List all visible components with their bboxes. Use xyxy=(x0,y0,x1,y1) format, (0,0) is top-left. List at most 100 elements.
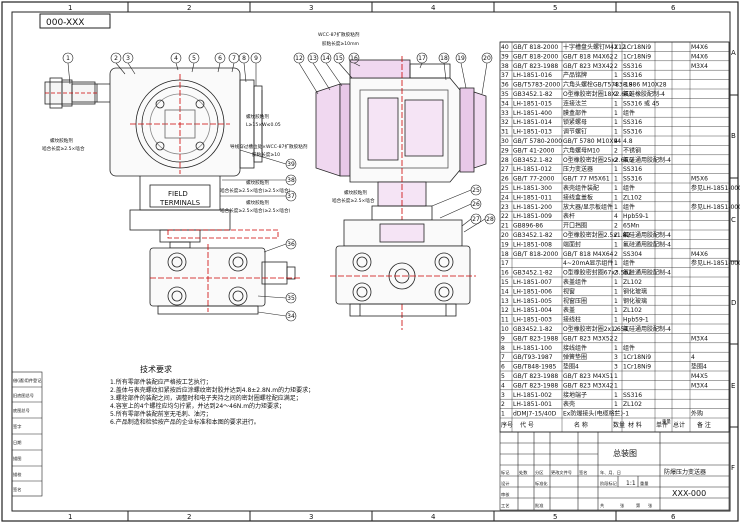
bom-cell-mat: 1Cr18Ni9 xyxy=(623,53,651,60)
bom-header: 名 称 xyxy=(574,421,588,429)
row-label: A xyxy=(731,49,736,57)
bom-cell-qty: 1 xyxy=(614,260,618,267)
bom-cell-code: LH-1851-300 xyxy=(513,185,552,192)
zone-column-labels: 1 2 3 4 5 6 1 2 3 4 5 6 xyxy=(68,2,676,521)
bom-cell-mat: 氟硅通用胶配制-4 xyxy=(623,231,671,239)
bom-cell-code: LH-1851-002 xyxy=(513,392,552,399)
col-label: 3 xyxy=(309,513,313,521)
tb-label: 张 xyxy=(648,502,653,509)
bom-cell-qty: 1 xyxy=(614,100,618,107)
bom-cell-no: 27 xyxy=(501,166,509,173)
bom-cell-code: GB3452.1-82 xyxy=(513,270,553,277)
bom-cell-mat: 8.8 xyxy=(623,82,633,89)
bom-cell-code: LH-1851-007 xyxy=(513,279,552,286)
row-label: B xyxy=(731,132,736,140)
note-wcc-top: WCC-87扩散胶粘剂 xyxy=(318,31,360,38)
bom-cell-code: GB3452.1-82 xyxy=(513,157,553,164)
bom-cell-qty: 1 xyxy=(614,241,618,248)
bom-header: 备 注 xyxy=(697,421,711,429)
note-pressure-left: 螺纹胶粘剂 xyxy=(246,113,269,120)
bom-cell-mat: 1Cr18Ni9 xyxy=(623,354,651,361)
bom-cell-name: 表壳 xyxy=(563,400,575,408)
bom-cell-note: M4X6 xyxy=(691,251,708,258)
bom-cell-no: 8 xyxy=(501,345,505,352)
bom-cell-mat: ZL102 xyxy=(623,279,642,286)
bom-cell-qty: 1 xyxy=(614,166,618,173)
requirements-title: 技术要求 xyxy=(140,364,172,374)
bom-cell-qty: 1 xyxy=(614,317,618,324)
bom-cell-no: 4 xyxy=(501,382,505,389)
callout-numbers: 1 2 3 4 5 6 7 8 9 12 13 14 15 16 17 18 1… xyxy=(66,55,494,320)
requirement-item: 5.所有零部件装配前室无毛刺、油污； xyxy=(110,410,212,418)
bom-cell-no: 20 xyxy=(501,232,509,239)
bom-cell-name: 接地端子 xyxy=(563,391,587,399)
bom-cell-mat: ZL102 xyxy=(623,194,642,201)
col-label: 1 xyxy=(68,4,72,12)
callout-2: 2 xyxy=(114,55,118,62)
bom-cell-note: M4X5 xyxy=(691,373,708,380)
bom-cell-qty: 1 xyxy=(614,119,618,126)
bom-cell-qty: 2 xyxy=(614,147,618,154)
bom-cell-code: GB/T 823-1988 xyxy=(513,63,558,70)
note-wcc-top-2: 胶粘长度≥10mm xyxy=(322,40,360,47)
col-label: 1 xyxy=(68,513,72,521)
bom-header: 代 号 xyxy=(520,421,534,429)
bom-cell-code: LH-1851-004 xyxy=(513,307,552,314)
bom-cell-name: O型橡胶密封圈67x3.552 xyxy=(563,269,632,277)
note-thread-r3-2: 啮合长度≥2.5×啮合 xyxy=(332,197,375,204)
stamp-label: 签字 xyxy=(13,423,21,429)
callout-13: 13 xyxy=(309,55,317,62)
row-label: E xyxy=(731,382,735,390)
bom-cell-no: 11 xyxy=(501,317,509,324)
bom-cell-code: GB3452.1-82 xyxy=(513,326,553,333)
bom-cell-qty: 1 xyxy=(614,204,618,211)
bom-cell-code: LH-1851-013 xyxy=(513,129,552,136)
terminal-label-2: TERMINALS xyxy=(159,199,201,207)
bom-cell-mat: 钢化玻璃 xyxy=(623,287,647,295)
callout-16: 16 xyxy=(350,55,358,62)
bom-cell-mat: 组件 xyxy=(623,184,635,192)
bom-cell-no: 1 xyxy=(501,411,505,418)
bom-cell-no: 24 xyxy=(501,194,509,201)
drawing-code-bottom: XXX-000 xyxy=(672,489,706,498)
bom-cell-note: 参见LH-1851-000b xyxy=(691,259,740,267)
bom-cell-mat: SS316 或 45 xyxy=(623,99,660,107)
bom-cell-name: 锁紧螺母 xyxy=(563,118,587,126)
bom-cell-code: LH-1851-100 xyxy=(513,345,552,352)
bom-cell-code: GB3452.1-82 xyxy=(513,91,553,98)
note-thread-r3-1: 螺纹胶粘剂 xyxy=(344,189,367,196)
bom-cell-no: 23 xyxy=(501,204,509,211)
tb-label: 设计 xyxy=(501,480,509,487)
bom-cell-no: 3 xyxy=(501,392,505,399)
zone-row-labels: A B C D E F xyxy=(730,49,738,472)
bom-cell-mat: 1Cr18Ni9 xyxy=(623,44,651,51)
bom-cell-mat: 氟硅通用胶配制-4 xyxy=(623,269,671,277)
bom-cell-name: O型橡胶密封圈18X2.652 xyxy=(563,90,633,98)
col-label: 6 xyxy=(671,4,676,12)
callout-38: 38 xyxy=(287,177,295,184)
assembly-title: 总装图 xyxy=(613,448,637,458)
tb-label: 审核 xyxy=(501,491,510,498)
bom-cell-mat: SS316 xyxy=(623,63,642,70)
bom-cell-code: GB/T848-1985 xyxy=(513,364,557,371)
requirement-item: 1.所有零部件装配应严格按工艺执行； xyxy=(110,378,212,386)
col-label: 5 xyxy=(553,4,557,12)
front-view xyxy=(44,67,300,315)
callout-19: 19 xyxy=(457,55,465,62)
bom-cell-name: GB/T 823 M3X52 xyxy=(563,335,614,342)
col-label: 3 xyxy=(309,4,313,12)
product-name: 防爆压力变送器 xyxy=(664,468,706,476)
bom-cell-qty: 2 xyxy=(614,91,618,98)
bom-cell-qty: 2 xyxy=(614,270,618,277)
bom-cell-note: 4 xyxy=(691,354,695,361)
bom-cell-no: 18 xyxy=(501,251,509,258)
bom-cell-code: GB/T 818-2000 xyxy=(513,53,558,60)
bom-cell-code: GB/T93-1987 xyxy=(513,354,553,361)
callout-6: 6 xyxy=(218,55,222,62)
bom-cell-qty: 4 xyxy=(614,138,618,145)
bom-cell-no: 33 xyxy=(501,110,509,117)
bom-cell-note: M4X6 xyxy=(691,44,708,51)
bom-cell-name: 表盖组件 xyxy=(563,278,587,286)
bom-cell-mat: ZL102 xyxy=(623,401,642,408)
bom-cell-no: 38 xyxy=(501,63,509,70)
